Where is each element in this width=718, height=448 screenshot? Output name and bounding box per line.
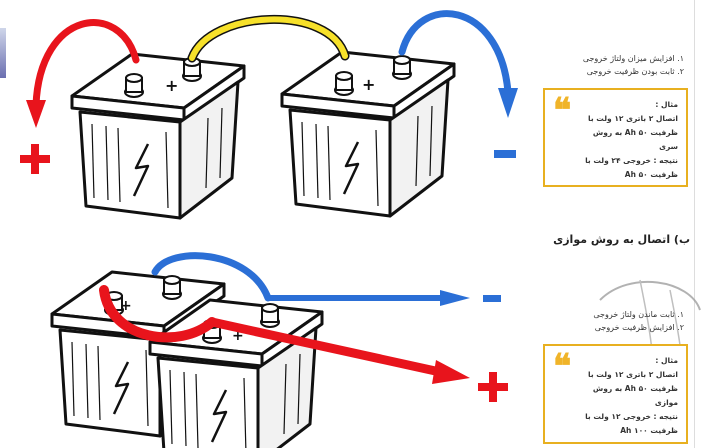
series-example-text: مثال : اتصال ۲ باتری ۱۲ ولت با ظرفیت ۵۰ … xyxy=(573,98,678,182)
series-feature-item: ۱. افزایش میزان ولتاژ خروجی xyxy=(582,54,684,63)
parallel-feature-item: ۱. ثابت ماندن ولتاژ خروجی xyxy=(593,310,684,319)
example-line: سری xyxy=(659,142,678,151)
parallel-feature-item: ۲. افزایش ظرفیت خروجی xyxy=(594,323,684,332)
example-line: ظرفیت ۱۰۰ Ah xyxy=(620,426,678,435)
parallel-red-lead xyxy=(207,317,445,377)
series-feature-item: ۲. ثابت بودن ظرفیت خروجی xyxy=(586,67,684,76)
example-line: نتیجه : خروجی ۲۴ ولت با xyxy=(585,156,678,165)
example-line: اتصال ۲ باتری ۱۲ ولت با xyxy=(588,370,678,379)
example-line: مثال : xyxy=(655,100,678,109)
series-red-arrowhead xyxy=(26,100,46,128)
example-line: موازی xyxy=(654,398,678,407)
example-line: ظرفیت ۵۰ Ah به روش xyxy=(592,128,678,137)
parallel-example-text: مثال : اتصال ۲ باتری ۱۲ ولت با ظرفیت ۵۰ … xyxy=(573,354,678,438)
parallel-feature-list: ۱. ثابت ماندن ولتاژ خروجی ۲. افزایش ظرفی… xyxy=(556,308,684,334)
parallel-positive-sign xyxy=(478,372,508,402)
example-line: اتصال ۲ باتری ۱۲ ولت با xyxy=(588,114,678,123)
parallel-red-cable xyxy=(99,285,217,343)
parallel-example-box: ❝ مثال : اتصال ۲ باتری ۱۲ ولت با ظرفیت ۵… xyxy=(543,344,688,444)
parallel-section-heading: ب) اتصال به روش موازی xyxy=(553,233,690,246)
parallel-battery-front xyxy=(148,298,324,448)
series-red-cable xyxy=(32,19,140,109)
parallel-battery-front-plus-label: + xyxy=(232,328,244,344)
series-battery-left xyxy=(70,52,246,220)
series-negative-sign xyxy=(494,150,516,158)
quote-icon: ❝ xyxy=(553,91,572,131)
series-feature-list: ۱. افزایش میزان ولتاژ خروجی ۲. ثابت بودن… xyxy=(556,52,684,78)
parallel-battery-back-plus-label: + xyxy=(120,298,132,314)
series-battery-right-plus-label: + xyxy=(362,75,375,94)
quote-icon: ❝ xyxy=(553,347,572,387)
example-line: مثال : xyxy=(655,356,678,365)
parallel-blue-cable xyxy=(151,252,272,302)
example-line: ظرفیت ۵۰ Ah به روش xyxy=(592,384,678,393)
example-line: نتیجه : خروجی ۱۲ ولت با xyxy=(585,412,678,421)
series-example-box: ❝ مثال : اتصال ۲ باتری ۱۲ ولت با ظرفیت ۵… xyxy=(543,88,688,187)
series-positive-sign xyxy=(20,144,50,174)
side-tab-stub xyxy=(0,28,6,78)
series-blue-cable xyxy=(398,10,512,96)
parallel-blue-arrowhead xyxy=(440,290,470,306)
series-battery-left-plus-label: + xyxy=(165,76,178,95)
example-line: ظرفیت ۵۰ Ah xyxy=(624,170,678,179)
series-blue-arrowhead xyxy=(498,88,518,118)
parallel-negative-sign xyxy=(483,295,501,302)
parallel-red-arrowhead xyxy=(432,360,470,384)
page-edge-line xyxy=(694,0,695,448)
series-yellow-cable xyxy=(187,15,350,63)
